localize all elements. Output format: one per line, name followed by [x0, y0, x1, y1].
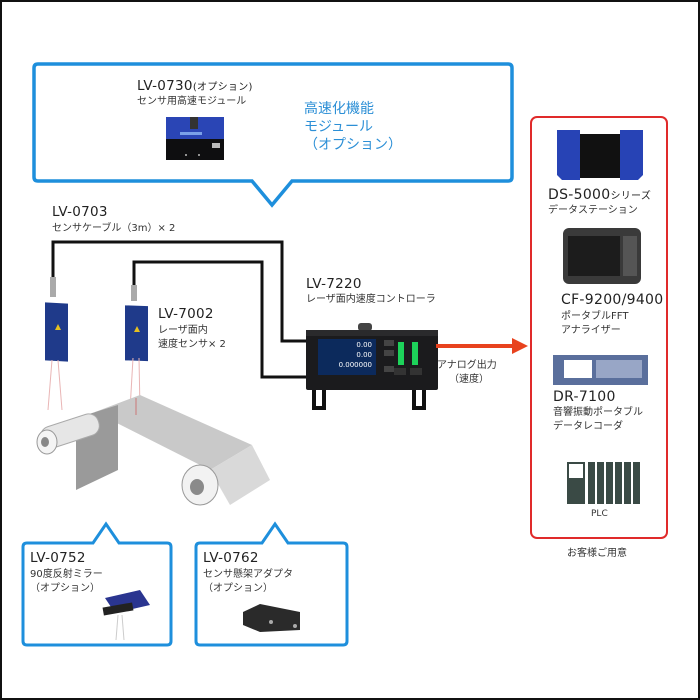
customer-devices-box [530, 116, 668, 539]
mirror-callout-border [21, 521, 173, 647]
cf-9200-model: CF-9200/9400 [561, 292, 664, 308]
dr-7100-description-1: 音響振動ポータブル [553, 407, 643, 418]
adapter-description-2: （オプション） [203, 583, 273, 594]
film-roller-image [36, 395, 270, 506]
plc-image [567, 462, 640, 504]
mirror-description-1: 90度反射ミラー [30, 569, 103, 580]
sensor-cable-1 [51, 240, 306, 343]
display-value-1: 0.00 [356, 341, 372, 349]
adapter-callout-border [194, 521, 349, 647]
ds-5000-description: データステーション [548, 205, 638, 216]
adapter-image [243, 604, 300, 632]
dr-7100-description-2: データレコーダ [553, 421, 623, 432]
ds-5000-model: DS-5000シリーズ [548, 187, 652, 203]
laser-sensor-1 [45, 277, 68, 411]
display-value-3: 0.000000 [338, 361, 372, 369]
sensor-cable-2 [132, 260, 306, 379]
mirror-model: LV-0752 [30, 550, 86, 566]
dr-7100-model: DR-7100 [553, 389, 616, 405]
plc-label: PLC [591, 509, 608, 519]
mirror-image [102, 590, 150, 641]
mirror-description-2: （オプション） [30, 583, 100, 594]
cf-9200-description-1: ポータブルFFT [561, 311, 629, 322]
cable-description: センサケーブル（3m）× 2 [52, 223, 176, 234]
lv-0730-model: LV-0730(オプション) [137, 78, 253, 94]
sensor-description-2: 速度センサ× 2 [158, 339, 226, 350]
top-callout-border [32, 62, 514, 208]
adapter-model: LV-0762 [203, 550, 259, 566]
sensor-model: LV-7002 [158, 306, 214, 322]
adapter-description-1: センサ懸架アダプタ [203, 569, 293, 580]
ds-5000-image [557, 130, 643, 180]
display-value-2: 0.00 [356, 351, 372, 359]
lv-0730-description: センサ用高速モジュール [137, 96, 247, 107]
high-speed-module-image [166, 117, 224, 160]
cf-9200-image [563, 228, 641, 284]
feature-line-2: モジュール [304, 119, 374, 135]
feature-line-1: 高速化機能 [304, 101, 374, 117]
controller-model: LV-7220 [306, 276, 362, 292]
controller-description: レーザ面内速度コントローラ [306, 294, 436, 305]
customer-devices-caption: お客様ご用意 [567, 548, 627, 559]
analog-output-label-2: （速度） [449, 374, 489, 385]
cf-9200-description-2: アナライザー [561, 325, 621, 336]
analog-output-label-1: アナログ出力 [437, 360, 497, 371]
sensor-description-1: レーザ面内 [158, 325, 208, 336]
analog-output-arrow [436, 338, 528, 354]
feature-line-3: （オプション） [304, 137, 402, 153]
cable-model: LV-0703 [52, 204, 108, 220]
dr-7100-image [553, 355, 648, 385]
laser-sensor-2 [125, 285, 148, 411]
controller-image [306, 323, 438, 410]
